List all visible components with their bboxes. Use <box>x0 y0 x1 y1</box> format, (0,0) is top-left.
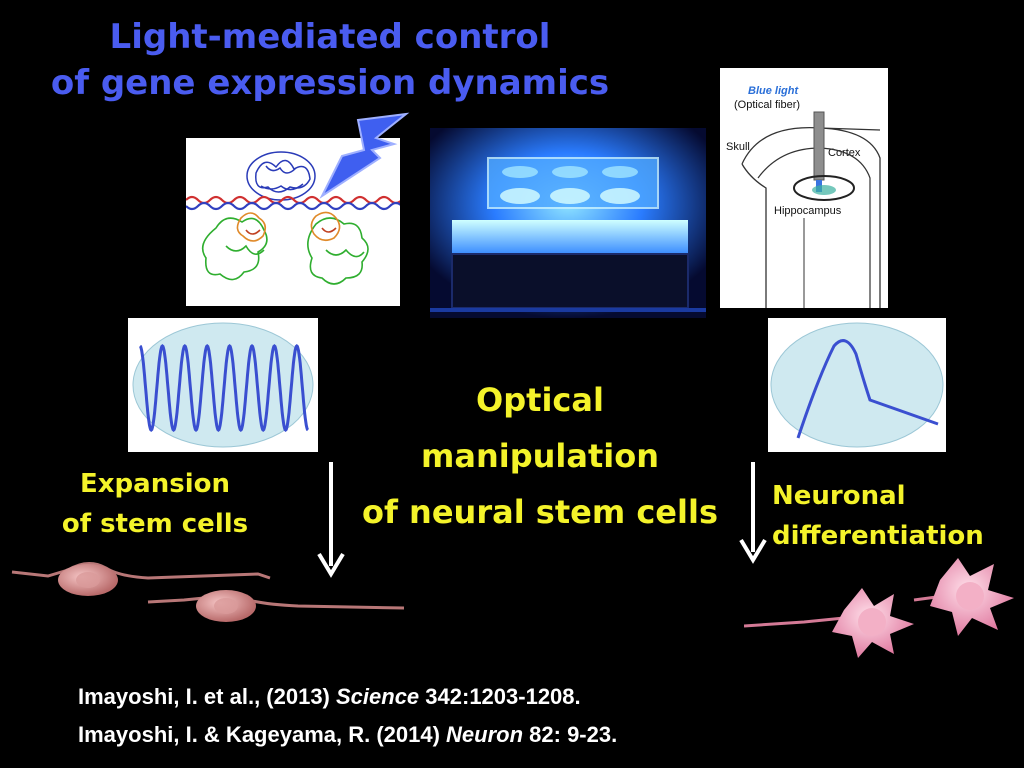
light-device-illustration <box>430 128 706 318</box>
reference-2: Imayoshi, I. & Kageyama, R. (2014) Neuro… <box>78 716 617 754</box>
neuron <box>744 588 914 658</box>
right-protein-complex <box>307 211 369 285</box>
light-box-body <box>451 253 689 309</box>
reference-2-volume: 82: 9-23. <box>523 722 618 747</box>
expansion-line-1: Expansion <box>80 469 230 499</box>
brain-diagram: Blue light (Optical fiber) Skull Cortex … <box>726 85 881 308</box>
stem-cell <box>11 562 271 596</box>
differentiation-line-1: Neuronal <box>772 481 906 511</box>
stem-cell <box>147 590 405 622</box>
blue-light-label: Blue light <box>748 85 799 97</box>
sustained-expression-curve <box>796 339 939 439</box>
differentiation-label: Neuronal differentiation <box>772 476 984 556</box>
neuron <box>913 558 1014 636</box>
center-message: Optical manipulation of neural stem cell… <box>340 372 740 540</box>
reference-1: Imayoshi, I. et al., (2013) Science 342:… <box>78 678 617 716</box>
references: Imayoshi, I. et al., (2013) Science 342:… <box>78 678 617 754</box>
brain-diagram-panel: Blue light (Optical fiber) Skull Cortex … <box>720 68 888 308</box>
optical-fiber-label: (Optical fiber) <box>734 99 800 111</box>
plate-well <box>552 166 588 178</box>
hippocampus-illuminated <box>812 185 836 195</box>
differentiation-ellipse <box>770 322 944 448</box>
plate-well <box>602 166 638 178</box>
differentiation-line-2: differentiation <box>772 521 984 551</box>
down-arrow-left-icon <box>317 462 345 578</box>
blue-protein <box>246 151 316 201</box>
center-line-3: of neural stem cells <box>362 493 718 531</box>
down-arrow-right-icon <box>739 462 767 564</box>
title-line-1: Light-mediated control <box>109 17 551 57</box>
differentiation-graph-panel <box>768 318 946 452</box>
reference-2-journal: Neuron <box>446 722 524 747</box>
plate-well <box>550 188 590 204</box>
hippocampus-label: Hippocampus <box>774 205 842 217</box>
slide-title: Light-mediated control of gene expressio… <box>40 14 620 106</box>
optical-fiber <box>813 111 825 181</box>
left-protein-complex <box>201 212 268 281</box>
oscillation-wave <box>139 344 309 432</box>
plate-well <box>500 188 540 204</box>
center-line-1: Optical <box>476 381 604 419</box>
differentiation-graph <box>770 322 944 448</box>
neurons-illustration <box>744 558 1014 658</box>
light-panel <box>452 220 688 254</box>
skull-label: Skull <box>726 141 750 153</box>
reference-2-authors: Imayoshi, I. & Kageyama, R. (2014) <box>78 722 447 747</box>
lightning-bolt-icon <box>319 112 410 199</box>
blue-light-device-photo <box>430 128 706 318</box>
plate-well <box>502 166 538 178</box>
title-line-2: of gene expression dynamics <box>50 63 610 103</box>
plate-well <box>600 188 640 204</box>
protein-dna-illustration <box>186 151 400 285</box>
oscillation-graph-panel <box>128 318 318 452</box>
expansion-label: Expansion of stem cells <box>40 464 270 544</box>
expansion-line-2: of stem cells <box>61 509 249 539</box>
center-line-2: manipulation <box>421 437 659 475</box>
oscillation-graph <box>132 322 314 448</box>
reference-1-journal: Science <box>336 684 420 709</box>
reference-1-volume: 342:1203-1208. <box>419 684 581 709</box>
reference-1-authors: Imayoshi, I. et al., (2013) <box>78 684 336 709</box>
stem-cells-illustration <box>11 562 405 622</box>
dna-helix <box>186 195 400 211</box>
hippocampus-outline <box>793 175 855 201</box>
